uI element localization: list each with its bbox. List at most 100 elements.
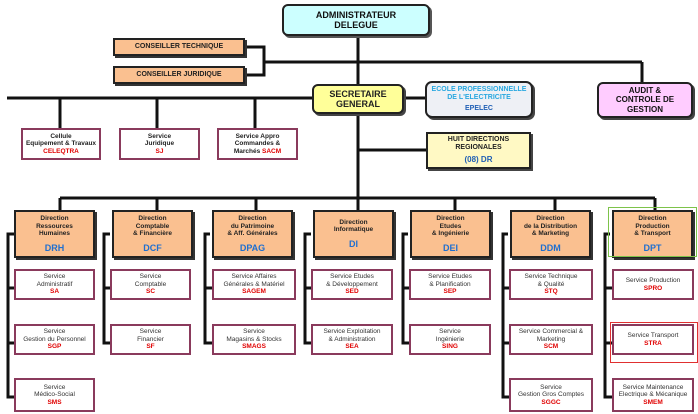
service-line: Service: [540, 383, 562, 391]
service-code: SMAGS: [242, 343, 266, 351]
service-code: SJ: [155, 147, 164, 155]
top-line2: DELEGUE: [334, 20, 378, 30]
service-line: Service Transport: [627, 332, 679, 340]
service-line: Service Appro: [235, 132, 280, 140]
direction-line: Comptable: [135, 222, 170, 230]
direction-code: DCF: [143, 242, 162, 253]
service-line: Marchés SACM: [234, 148, 281, 155]
service-code: SACM: [262, 147, 282, 155]
service-line: Administratif: [36, 280, 73, 288]
direction-code: DDM: [540, 242, 561, 253]
selection-highlight-stra: [610, 322, 698, 363]
service-line: Magasins & Stocks: [226, 335, 282, 343]
conseiller-technique-box[interactable]: CONSEILLER TECHNIQUE: [113, 38, 245, 56]
service-line: Service: [43, 328, 66, 336]
huit-directions-regionales-box[interactable]: HUIT DIRECTIONS REGIONALES (08) DR: [426, 132, 531, 169]
administrateur-delegue-box[interactable]: ADMINISTRATEUR DELEGUE: [282, 4, 430, 36]
service-code: SCM: [543, 343, 559, 351]
service-code: SPRO: [643, 284, 663, 292]
service-code: SF: [146, 343, 155, 351]
service-code: STRA: [644, 339, 662, 347]
service-code: SEA: [345, 343, 359, 351]
service-code: CELEQTRA: [43, 147, 79, 155]
sg-service-celeqtra[interactable]: Cellule Equipement & Travaux CELEQTRA: [21, 128, 101, 160]
service-line: Equipement & Travaux: [25, 140, 97, 148]
audit-line1: AUDIT &: [628, 86, 662, 96]
service-line: Service Commercial &: [518, 328, 584, 336]
service-line: Service: [439, 328, 461, 336]
service-line: Comptable: [134, 280, 167, 288]
direction-code: DPT: [643, 242, 662, 253]
direction-line: Direction: [339, 218, 368, 226]
conseiller-juridique-label: CONSEILLER JURIDIQUE: [136, 70, 222, 78]
direction-code: DRH: [44, 242, 65, 253]
service-code: SING: [442, 343, 458, 351]
direction-line: Direction: [40, 215, 69, 223]
regional-line2: REGIONALES: [455, 144, 502, 152]
audit-controle-gestion-box[interactable]: AUDIT & CONTROLE DE GESTION: [597, 82, 693, 118]
conseiller-juridique-box[interactable]: CONSEILLER JURIDIQUE: [113, 66, 245, 84]
sg-service-sacm[interactable]: Service Appro Commandes & Marchés SACM: [217, 128, 298, 160]
direction-line: Informatique: [333, 226, 374, 234]
service-line3: Marchés: [233, 147, 261, 155]
selection-highlight-dpt: [608, 207, 697, 257]
service-line: & Qualité: [537, 280, 565, 288]
direction-line: Direction: [638, 215, 667, 223]
direction-line: & Ingénierie: [431, 230, 470, 238]
secretaire-general-box[interactable]: SECRETAIRE GENERAL: [312, 84, 404, 114]
service-line: Service Maintenance: [622, 383, 684, 391]
service-code: SA: [49, 288, 60, 296]
conseiller-technique-label: CONSEILLER TECHNIQUE: [134, 42, 224, 50]
regional-line1: HUIT DIRECTIONS: [447, 136, 510, 144]
service-code: STQ: [544, 288, 558, 296]
service-code: SC: [145, 288, 156, 296]
service-line: Médico-Social: [34, 391, 75, 399]
direction-line: de la Distribution: [523, 222, 578, 230]
service-line: Electrique & Mécanique: [618, 391, 688, 399]
service-code: SED: [345, 288, 359, 296]
service-line: Service Exploitation: [323, 328, 381, 336]
top-line1: ADMINISTRATEUR: [315, 9, 397, 20]
sg-service-sj[interactable]: Service Juridique SJ: [119, 128, 200, 160]
service-code: SGP: [47, 343, 62, 351]
regional-code: (08) DR: [464, 155, 493, 165]
service-code: SGGC: [541, 398, 561, 406]
service-line: Service: [139, 328, 162, 336]
sg-line2: GENERAL: [335, 99, 380, 109]
service-line: Générales & Matériel: [223, 280, 285, 288]
ecole-line1: ECOLE PROFESSIONNELLE: [431, 85, 527, 93]
ecole-epelec-box[interactable]: ECOLE PROFESSIONNELLE DE L'ELECTRICITE E…: [425, 81, 533, 118]
ecole-line2: DE L'ELECTRICITE: [447, 93, 511, 101]
direction-line: & Transport: [634, 230, 671, 238]
service-line: Service Etudes: [330, 273, 374, 281]
ecole-code: EPELEC: [464, 105, 493, 113]
direction-code: DPAG: [239, 242, 266, 253]
audit-line3: GESTION: [626, 104, 663, 114]
service-code: SMEM: [643, 398, 663, 406]
